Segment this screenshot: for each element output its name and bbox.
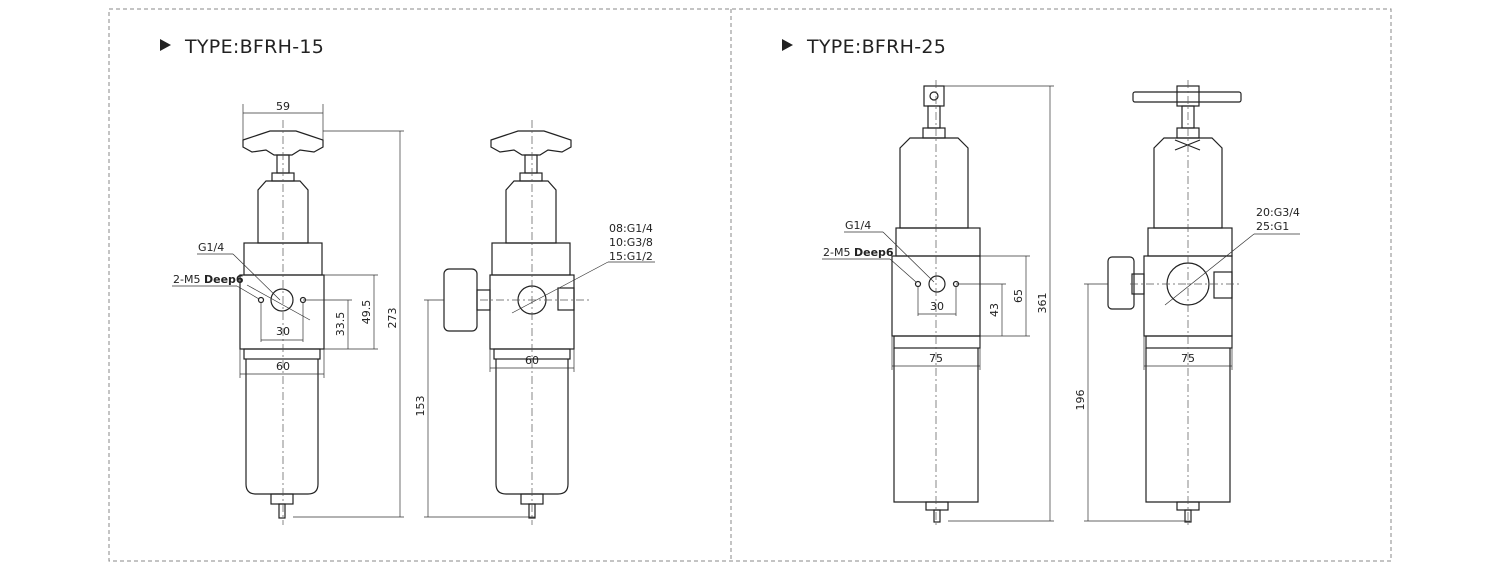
- bfrh15-dim-hole-spacing: 30: [276, 325, 290, 338]
- bfrh25-dim-body-width-front: 75: [929, 352, 943, 365]
- bfrh25-dim-hole-spacing: 30: [930, 300, 944, 313]
- bfrh25-front-port: [928, 275, 946, 293]
- bfrh25-thread-1: 20:G3/4: [1256, 206, 1300, 219]
- bfrh25-thread-2: 25:G1: [1256, 220, 1289, 233]
- triangle-bullet-icon: [160, 39, 171, 51]
- bfrh15-label-port: G1/4: [198, 241, 224, 254]
- bfrh25-side-view: [1107, 85, 1242, 523]
- bfrh25-side-port-section: [1213, 271, 1233, 299]
- bfrh15-dim-h-total: 273: [386, 308, 399, 329]
- bfrh15-side-port-section: [557, 287, 575, 311]
- bfrh15-dim-body-width-side: 60: [525, 354, 539, 367]
- bfrh25-label-mount-prefix: 2-M5: [823, 246, 850, 259]
- bfrh15-dim-h-mount: 33.5: [334, 312, 347, 337]
- bfrh25-dim-h-mount: 43: [988, 303, 1001, 317]
- panel-title-text: TYPE:BFRH-25: [807, 36, 947, 58]
- bfrh25-dim-h-port: 65: [1012, 289, 1025, 303]
- bfrh15-label-mount-prefix: 2-M5: [173, 273, 200, 286]
- bfrh15-front-hole-left: [257, 296, 265, 304]
- bfrh15-dim-body-width-front: 60: [276, 360, 290, 373]
- bfrh25-dim-body-width-side: 75: [1181, 352, 1195, 365]
- bfrh25-front-bonnet: [899, 137, 969, 229]
- bfrh15-side-handwheel: [490, 130, 572, 156]
- bfrh15-dim-h-port: 49.5: [360, 300, 373, 325]
- bfrh25-side-tbar: [1132, 91, 1242, 103]
- bfrh15-dim-top-width: 59: [276, 100, 290, 113]
- bfrh15-side-bonnet: [505, 180, 557, 244]
- bfrh15-side-view: [443, 130, 575, 519]
- bfrh15-gauge: [443, 268, 478, 332]
- bfrh25-label-mount-depth: Deep6: [854, 246, 894, 259]
- bfrh25-front-tbar-head: [923, 85, 945, 107]
- panel-title-bfrh25: TYPE:BFRH-25: [782, 36, 946, 58]
- bfrh15-thread-3: 15:G1/2: [609, 250, 653, 263]
- bfrh15-front-port: [270, 288, 294, 312]
- bfrh15-thread-2: 10:G3/8: [609, 236, 653, 249]
- bfrh15-thread-1: 08:G1/4: [609, 222, 653, 235]
- bfrh25-label-port: G1/4: [845, 219, 871, 232]
- bfrh15-label-mount-depth: Deep6: [204, 273, 244, 286]
- bfrh25-dim-h-bottom: 196: [1074, 390, 1087, 411]
- bfrh15-front-drain: [278, 503, 286, 519]
- panel-title-bfrh15: TYPE:BFRH-15: [160, 36, 324, 58]
- bfrh15-front-handwheel: [242, 130, 324, 156]
- bfrh15-front-bowl: [245, 359, 319, 495]
- bfrh15-dim-h-bottom: 153: [414, 396, 427, 417]
- panel-title-text: TYPE:BFRH-15: [185, 36, 325, 58]
- bfrh25-gauge: [1107, 256, 1135, 310]
- bfrh25-dim-h-total: 361: [1036, 293, 1049, 314]
- sheet-border: [108, 8, 1392, 562]
- triangle-bullet-icon: [782, 39, 793, 51]
